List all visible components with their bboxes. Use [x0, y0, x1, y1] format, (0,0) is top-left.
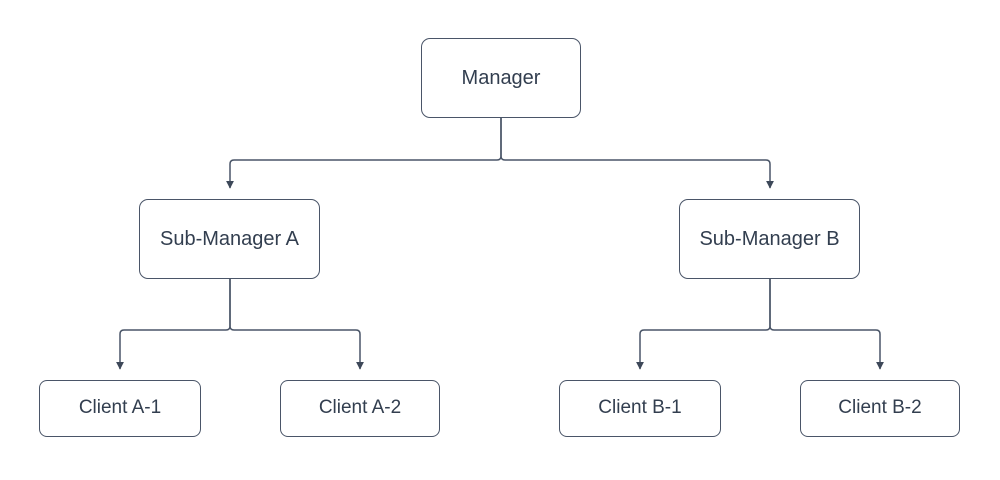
node-manager-label: Manager	[461, 67, 541, 89]
edge-sub-manager-b-to-client-b-2	[769, 279, 884, 370]
node-sub-manager-b[interactable]: Sub-Manager B	[679, 199, 860, 279]
node-client-a-1-label: Client A-1	[78, 397, 162, 419]
edge-sub-manager-b-to-client-b-1	[636, 279, 771, 370]
node-client-b-1[interactable]: Client B-1	[559, 380, 721, 437]
edge-sub-manager-a-to-client-a-1	[116, 279, 231, 370]
node-client-a-1[interactable]: Client A-1	[39, 380, 201, 437]
node-client-b-1-label: Client B-1	[598, 397, 682, 419]
node-client-a-2-label: Client A-2	[318, 397, 402, 419]
node-manager[interactable]: Manager	[421, 38, 581, 118]
edge-manager-to-sub-manager-b	[500, 118, 774, 189]
node-sub-manager-b-label: Sub-Manager B	[699, 228, 840, 250]
edge-manager-to-sub-manager-a	[226, 118, 502, 189]
node-client-a-2[interactable]: Client A-2	[280, 380, 440, 437]
node-sub-manager-a-label: Sub-Manager A	[160, 228, 299, 250]
node-sub-manager-a[interactable]: Sub-Manager A	[139, 199, 320, 279]
node-client-b-2[interactable]: Client B-2	[800, 380, 960, 437]
edge-sub-manager-a-to-client-a-2	[229, 279, 364, 370]
node-client-b-2-label: Client B-2	[838, 397, 922, 419]
